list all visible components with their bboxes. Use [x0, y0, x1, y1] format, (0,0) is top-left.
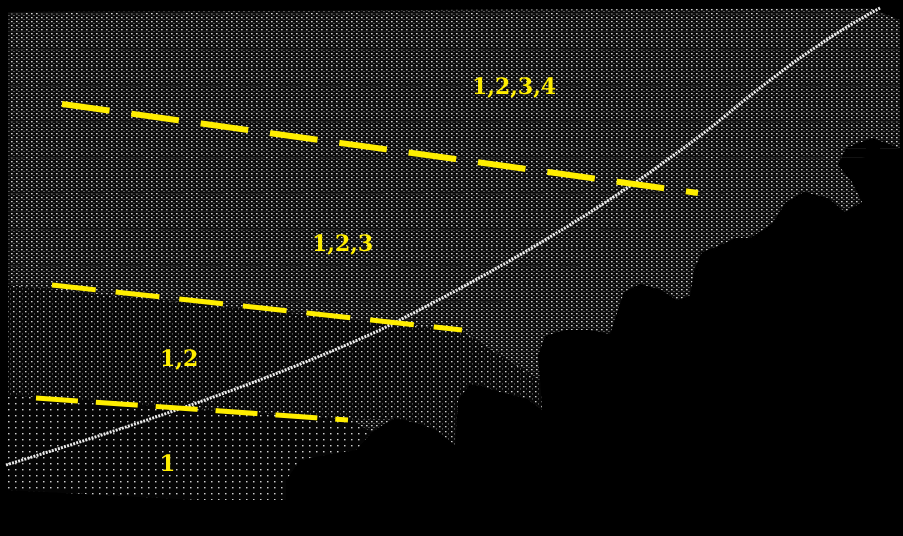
trajectory-line	[5, 6, 881, 467]
label-zone-1: 1	[160, 451, 176, 477]
sparse-points	[8, 395, 372, 500]
scan-streaks	[8, 8, 900, 330]
label-zone-123: 1,2,3	[312, 231, 374, 257]
boundary-line-middle	[51, 282, 463, 333]
label-zone-12: 1,2	[160, 346, 199, 372]
boundary-line-bottom	[35, 395, 349, 423]
label-zone-1234: 1,2,3,4	[472, 74, 557, 100]
boundary-line-top	[61, 101, 699, 196]
